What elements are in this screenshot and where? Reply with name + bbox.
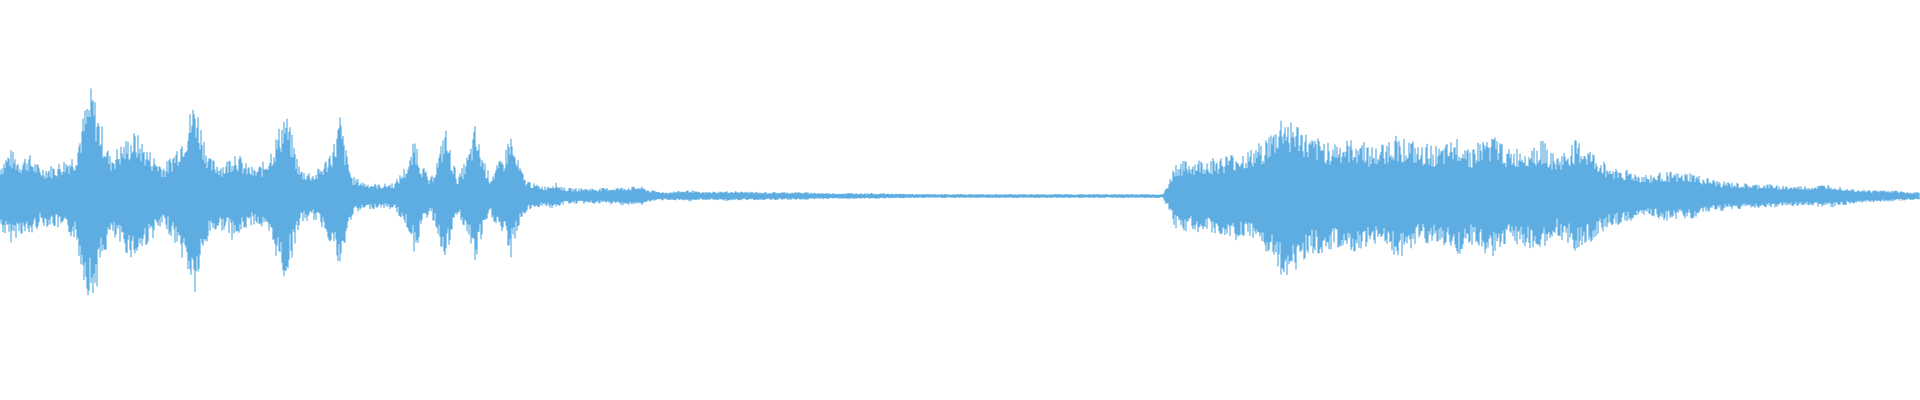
waveform-path [0, 88, 1920, 295]
waveform-bars [0, 88, 1920, 295]
